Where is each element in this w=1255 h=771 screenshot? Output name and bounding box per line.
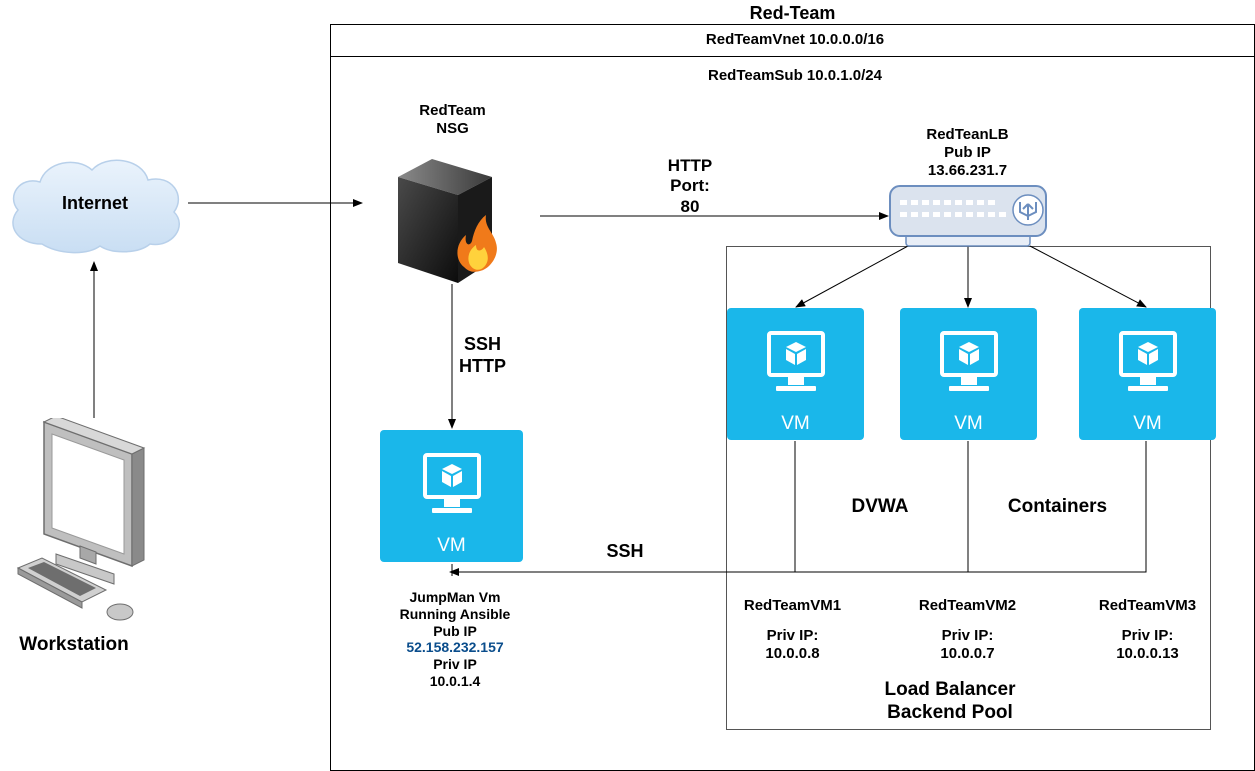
jumpbox-vm-caption: VM xyxy=(437,535,466,556)
load-balancer xyxy=(888,184,1048,248)
backend-pool-label: Load Balancer Backend Pool xyxy=(884,679,1016,723)
containers-label: Containers xyxy=(1007,496,1108,517)
jumpbox-priv-ip: 10.0.1.4 xyxy=(429,672,481,689)
backend-vm-1: VM xyxy=(727,308,864,440)
vm-monitor-icon xyxy=(1119,331,1177,391)
vm1-details: RedTeamVM1 Priv IP: 10.0.0.8 xyxy=(730,597,855,663)
vm1-caption: VM xyxy=(781,413,810,434)
vm3-priv-label: Priv IP: xyxy=(1121,627,1174,644)
subnet-label: RedTeamSub 10.0.1.0/24 xyxy=(708,67,882,84)
jumpbox-priv-ip-label: Priv IP xyxy=(433,656,477,673)
vm2-priv-ip: 10.0.0.7 xyxy=(940,645,995,662)
jumpbox-pub-ip-label: Pub IP xyxy=(433,622,477,639)
internet-label: Internet xyxy=(61,193,128,213)
ssh-label: SSH xyxy=(606,541,644,561)
jumpbox-vm: VM xyxy=(380,430,523,562)
firewall-icon xyxy=(398,159,497,283)
nsg-label: RedTeam NSG xyxy=(419,102,486,137)
vm3-details: RedTeamVM3 Priv IP: 10.0.0.13 xyxy=(1085,597,1210,663)
vm3-priv-ip: 10.0.0.13 xyxy=(1116,645,1179,662)
vm2-details: RedTeamVM2 Priv IP: 10.0.0.7 xyxy=(905,597,1030,663)
jumpbox-name: JumpMan Vm xyxy=(409,589,501,605)
load-balancer-icon xyxy=(889,185,1047,247)
internet-cloud: Internet xyxy=(2,152,188,256)
nsg-firewall xyxy=(390,155,508,285)
workstation-computer xyxy=(14,415,174,628)
vnet-header-divider xyxy=(330,56,1255,57)
vm2-priv-label: Priv IP: xyxy=(941,627,994,644)
workstation-label: Workstation xyxy=(19,634,129,655)
vm3-name: RedTeamVM3 xyxy=(1098,597,1197,614)
vm-monitor-icon xyxy=(767,331,825,391)
jumpbox-role: Running Ansible xyxy=(399,605,511,622)
backend-vm-3: VM xyxy=(1079,308,1216,440)
vm2-caption: VM xyxy=(954,413,983,434)
dvwa-label: DVWA xyxy=(851,496,909,517)
computer-icon xyxy=(16,415,146,621)
cloud-icon xyxy=(12,159,180,254)
vm1-priv-label: Priv IP: xyxy=(766,627,819,644)
diagram-title: Red-Team xyxy=(749,3,836,23)
jumpbox-details: JumpMan Vm Running Ansible Pub IP 52.158… xyxy=(365,589,545,690)
lb-label: RedTeanLB Pub IP 13.66.231.7 xyxy=(926,126,1009,179)
vm3-caption: VM xyxy=(1133,413,1162,434)
ssh-http-label: SSH HTTP xyxy=(459,334,506,376)
http-port-label: HTTP Port: 80 xyxy=(667,156,713,216)
vm2-name: RedTeamVM2 xyxy=(918,597,1017,614)
jumpbox-pub-ip: 52.158.232.157 xyxy=(406,639,504,656)
vm1-name: RedTeamVM1 xyxy=(743,597,842,614)
backend-vm-2: VM xyxy=(900,308,1037,440)
vm-monitor-icon xyxy=(423,453,481,513)
vm1-priv-ip: 10.0.0.8 xyxy=(765,645,820,662)
vm-monitor-icon xyxy=(940,331,998,391)
vnet-label: RedTeamVnet 10.0.0.0/16 xyxy=(705,31,885,48)
